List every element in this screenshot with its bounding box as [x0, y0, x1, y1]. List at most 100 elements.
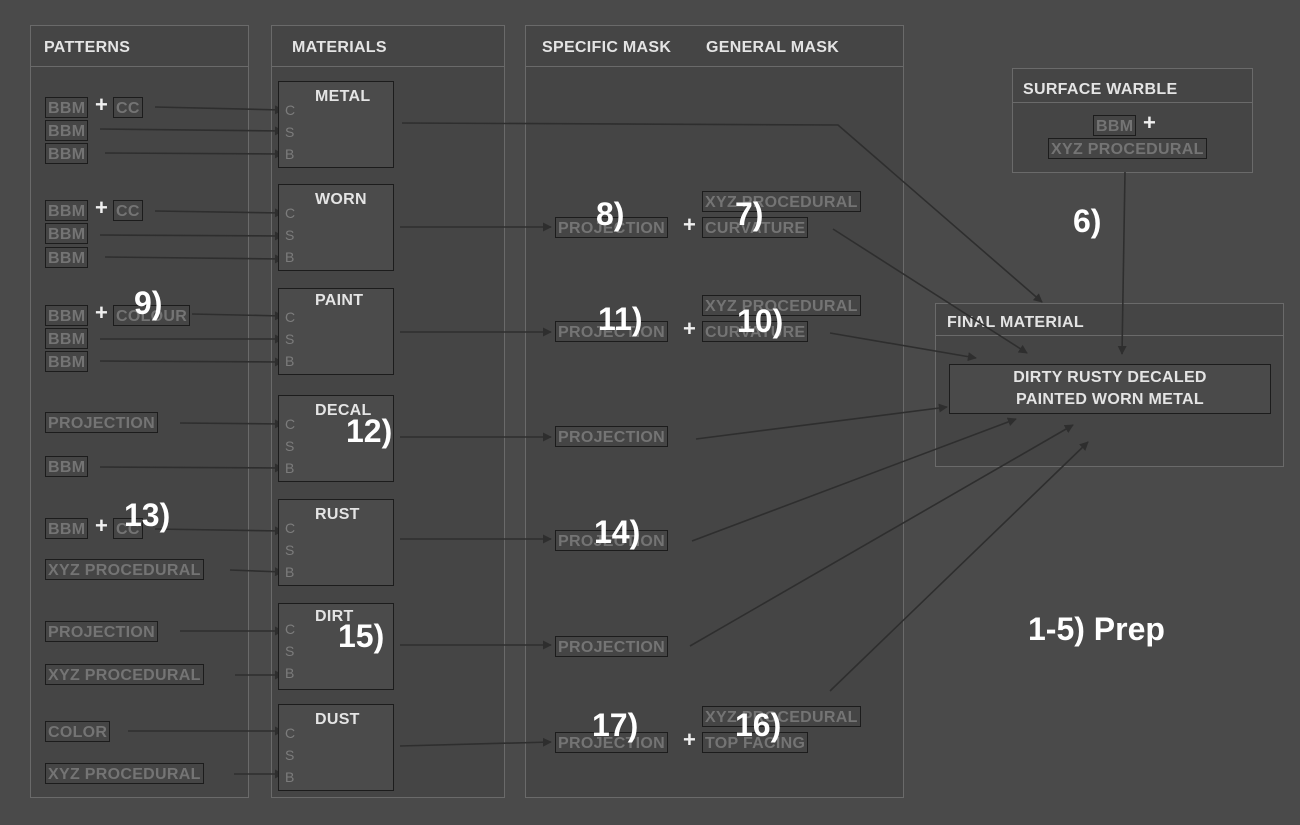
channel-c: C [285, 621, 296, 637]
pattern-bbm-worn-b[interactable]: BBM [45, 247, 89, 268]
pattern-projection-dirt[interactable]: PROJECTION [45, 621, 159, 642]
step-label-13: 13) [124, 497, 171, 533]
materials-panel-title: MATERIALS [292, 39, 387, 56]
material-title-metal: METAL [315, 88, 371, 105]
general-mask-title: GENERAL MASK [706, 39, 840, 56]
plus-mask-dust: + [683, 727, 696, 752]
surface-warble-panel: SURFACE WARBLE [1012, 68, 1253, 173]
mask-projection-paint[interactable]: PROJECTION [555, 321, 669, 342]
channel-b: B [285, 564, 295, 580]
channel-s: S [285, 643, 295, 659]
channel-c: C [285, 205, 296, 221]
mask-xyz-paint[interactable]: XYZ PROCEDURAL [702, 295, 861, 316]
pattern-projection-decal[interactable]: PROJECTION [45, 412, 159, 433]
pattern-bbm-worn-c[interactable]: BBM [45, 200, 89, 221]
mask-curvature-worn[interactable]: CURVATURE [702, 217, 809, 238]
step-label-16: 16) [735, 707, 782, 743]
step-label-15: 15) [338, 618, 385, 654]
channel-c: C [285, 520, 296, 536]
channel-b: B [285, 146, 295, 162]
warble-xyz-procedural[interactable]: XYZ PROCEDURAL [1048, 138, 1207, 159]
patterns-panel-header: PATTERNS [31, 26, 248, 67]
material-title-dirt: DIRT [315, 608, 354, 625]
final-material-line-1: DIRTY RUSTY DECALED [1013, 369, 1207, 386]
pattern-bbm-worn-s[interactable]: BBM [45, 223, 89, 244]
channel-b: B [285, 249, 295, 265]
material-node-worn[interactable]: WORN C S B [278, 184, 394, 271]
pattern-bbm-metal-s[interactable]: BBM [45, 120, 89, 141]
mask-curvature-paint[interactable]: CURVATURE [702, 321, 809, 342]
plus-mask-paint: + [683, 316, 696, 341]
mask-projection-worn[interactable]: PROJECTION [555, 217, 669, 238]
final-material-header: FINAL MATERIAL [936, 304, 1283, 336]
step-label-14: 14) [594, 514, 641, 550]
final-material-title: FINAL MATERIAL [947, 314, 1084, 331]
pattern-bbm-decal[interactable]: BBM [45, 456, 89, 477]
pattern-bbm-paint-b[interactable]: BBM [45, 351, 89, 372]
step-label-10: 10) [737, 303, 784, 339]
mask-top-facing-dust[interactable]: TOP FACING [702, 732, 809, 753]
pattern-cc-worn[interactable]: CC [113, 200, 143, 221]
final-material-line-2: PAINTED WORN METAL [1016, 391, 1204, 408]
pattern-cc-metal[interactable]: CC [113, 97, 143, 118]
material-node-dust[interactable]: DUST C S B [278, 704, 394, 791]
material-node-metal[interactable]: METAL C S B [278, 81, 394, 168]
mask-projection-rust[interactable]: PROJECTION [555, 530, 669, 551]
material-title-dust: DUST [315, 711, 360, 728]
step-label-7: 7) [735, 196, 764, 232]
step-label-12: 12) [346, 413, 393, 449]
material-title-decal: DECAL [315, 402, 372, 419]
plus-metal: + [95, 92, 108, 117]
channel-c: C [285, 725, 296, 741]
channel-c: C [285, 416, 296, 432]
channel-s: S [285, 331, 295, 347]
step-label-9: 9) [134, 285, 163, 321]
material-title-worn: WORN [315, 191, 367, 208]
mask-xyz-worn[interactable]: XYZ PROCEDURAL [702, 191, 861, 212]
mask-projection-dust[interactable]: PROJECTION [555, 732, 669, 753]
channel-b: B [285, 353, 295, 369]
plus-paint: + [95, 300, 108, 325]
pattern-bbm-metal-b[interactable]: BBM [45, 143, 89, 164]
pattern-color-dust[interactable]: COLOR [45, 721, 111, 742]
pattern-bbm-metal-c[interactable]: BBM [45, 97, 89, 118]
channel-b: B [285, 665, 295, 681]
pattern-xyz-dirt[interactable]: XYZ PROCEDURAL [45, 664, 204, 685]
material-node-decal[interactable]: DECAL C S B [278, 395, 394, 482]
pattern-xyz-rust[interactable]: XYZ PROCEDURAL [45, 559, 204, 580]
pattern-bbm-paint-c[interactable]: BBM [45, 305, 89, 326]
material-node-rust[interactable]: RUST C S B [278, 499, 394, 586]
patterns-panel-title: PATTERNS [44, 39, 131, 56]
pattern-cc-rust[interactable]: CC [113, 518, 143, 539]
pattern-bbm-paint-s[interactable]: BBM [45, 328, 89, 349]
mask-projection-decal[interactable]: PROJECTION [555, 426, 669, 447]
plus-worn: + [95, 195, 108, 220]
channel-s: S [285, 747, 295, 763]
plus-warble: + [1143, 110, 1156, 135]
material-node-dirt[interactable]: DIRT C S B [278, 603, 394, 690]
step-label-17: 17) [592, 707, 639, 743]
material-title-rust: RUST [315, 506, 360, 523]
channel-b: B [285, 460, 295, 476]
channel-c: C [285, 309, 296, 325]
channel-s: S [285, 124, 295, 140]
final-material-node[interactable]: DIRTY RUSTY DECALED PAINTED WORN METAL [949, 364, 1271, 414]
warble-bbm[interactable]: BBM [1093, 115, 1137, 136]
mask-projection-dirt[interactable]: PROJECTION [555, 636, 669, 657]
channel-s: S [285, 227, 295, 243]
pattern-colour-paint[interactable]: COLOUR [113, 305, 191, 326]
material-node-paint[interactable]: PAINT C S B [278, 288, 394, 375]
plus-rust: + [95, 513, 108, 538]
channel-s: S [285, 542, 295, 558]
plus-mask-worn: + [683, 212, 696, 237]
channel-b: B [285, 769, 295, 785]
surface-warble-title: SURFACE WARBLE [1023, 81, 1178, 98]
step-label-1-5: 1-5) Prep [1028, 611, 1165, 647]
material-title-paint: PAINT [315, 292, 364, 309]
step-label-11: 11) [598, 301, 643, 337]
pattern-xyz-dust[interactable]: XYZ PROCEDURAL [45, 763, 204, 784]
materials-panel-header: MATERIALS [272, 26, 504, 67]
pattern-bbm-rust[interactable]: BBM [45, 518, 89, 539]
mask-xyz-dust[interactable]: XYZ PROCEDURAL [702, 706, 861, 727]
